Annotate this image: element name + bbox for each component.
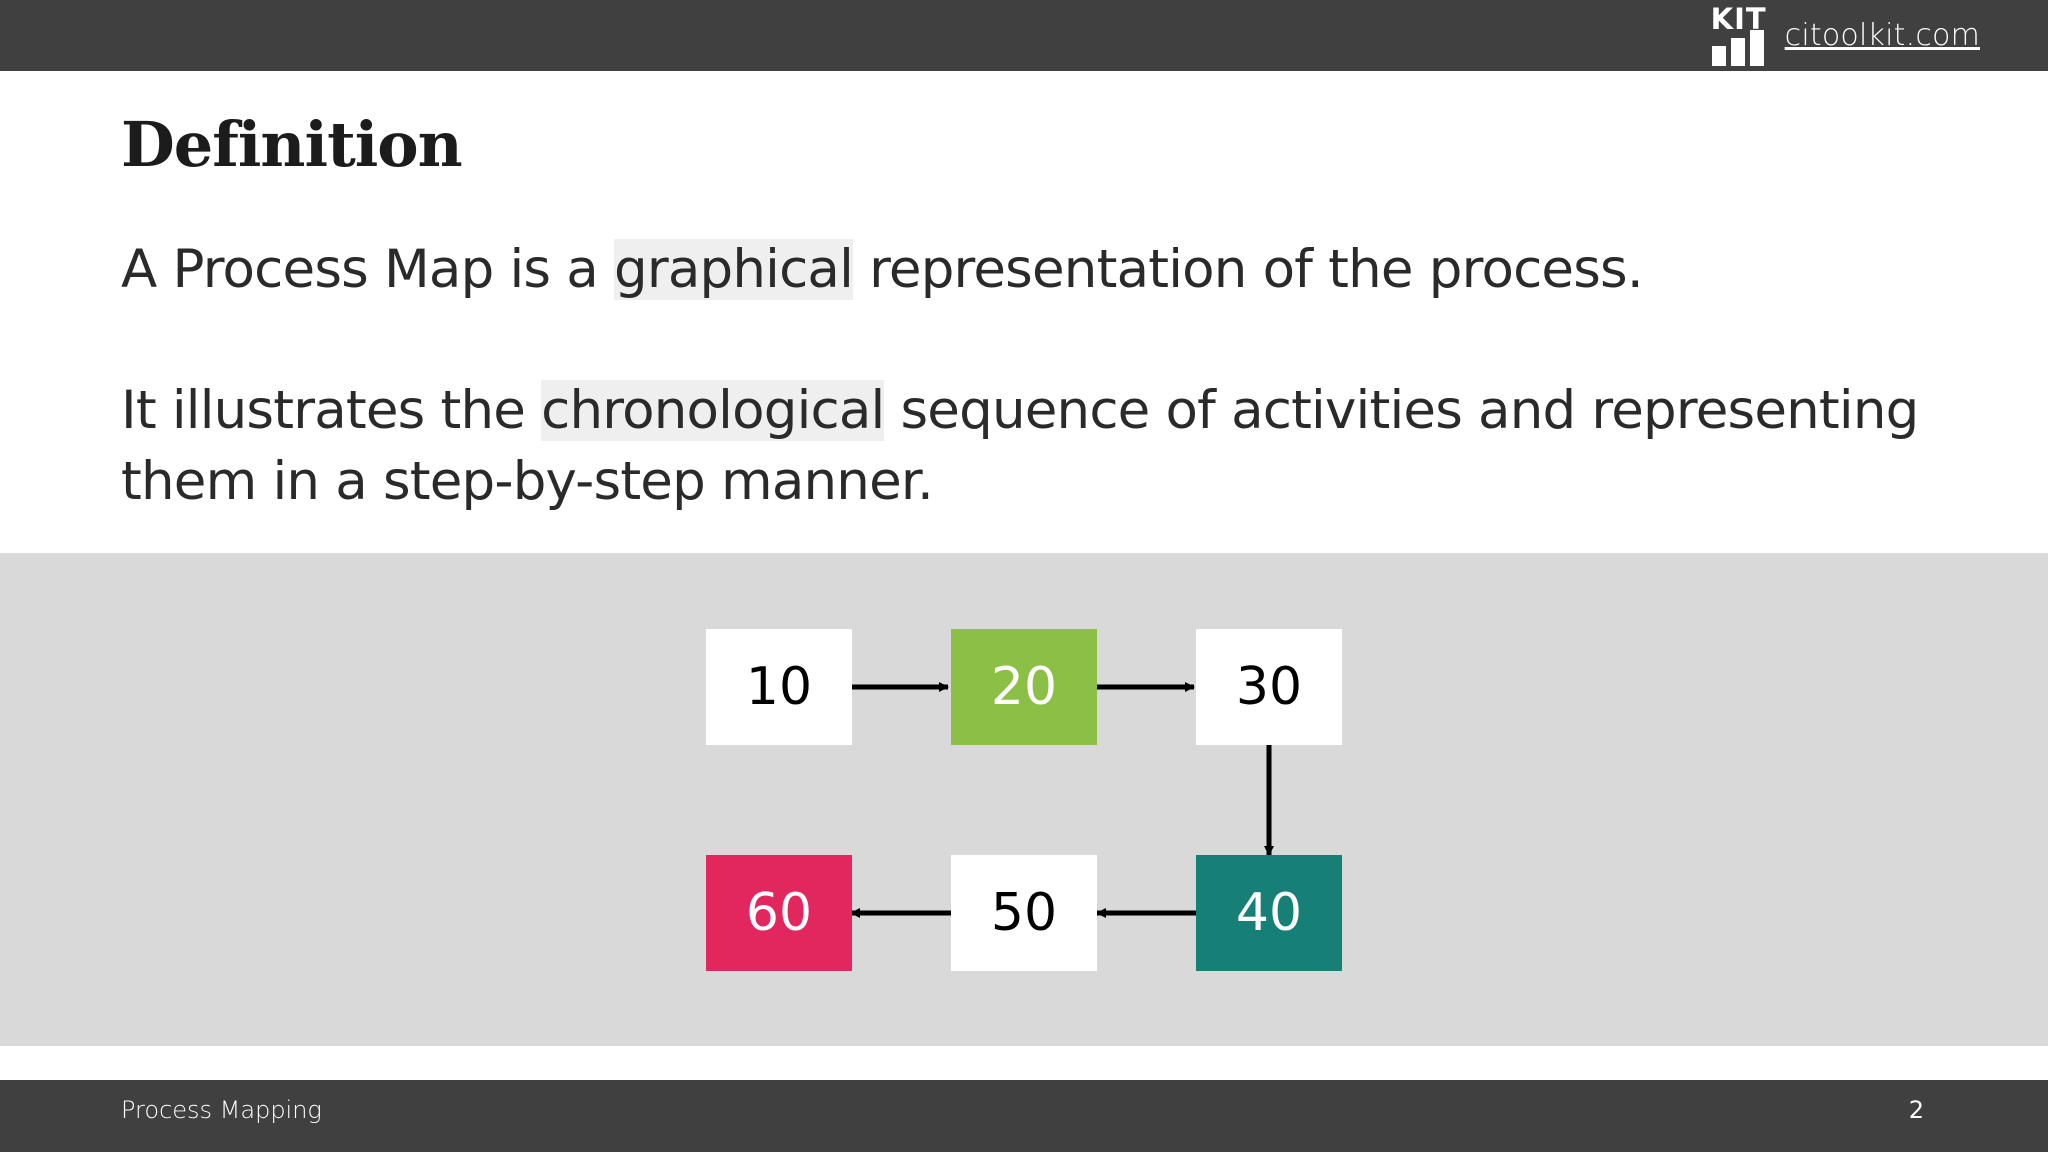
logo-bar [1730,38,1745,66]
top-bar: KIT citoolkit.com [0,0,2048,71]
footer-label: Process Mapping [121,1096,322,1124]
definition-paragraph-2: It illustrates the chronological sequenc… [121,375,1981,517]
definition-paragraph-1: A Process Map is a graphical representat… [121,234,1981,305]
para1-text-before: A Process Map is a [121,239,615,300]
logo-bar [1749,30,1764,66]
process-diagram: 10 20 30 40 50 60 [0,553,2048,1046]
para2-text-after: sequence of activities and representing … [121,380,1919,512]
process-step-10: 10 [706,629,852,745]
highlight-chronological: chronological [541,380,885,441]
logo-text: KIT [1710,2,1767,36]
site-link[interactable]: citoolkit.com [1784,17,1980,53]
page-number: 2 [1908,1096,1924,1124]
process-step-30: 30 [1196,629,1342,745]
process-step-50: 50 [951,855,1097,971]
flow-arrows [849,682,1274,918]
bottom-bar [0,1080,2048,1152]
logo-bar [1711,46,1726,66]
process-step-20: 20 [951,629,1097,745]
slide-title: Definition [121,108,463,181]
para2-text-before: It illustrates the [121,380,542,441]
para1-text-after: representation of the process. [853,239,1644,300]
process-step-40: 40 [1196,855,1342,971]
highlight-graphical: graphical [614,239,854,300]
kit-logo-icon: KIT [1709,4,1773,66]
process-step-60: 60 [706,855,852,971]
brand: KIT citoolkit.com [1709,4,1980,66]
